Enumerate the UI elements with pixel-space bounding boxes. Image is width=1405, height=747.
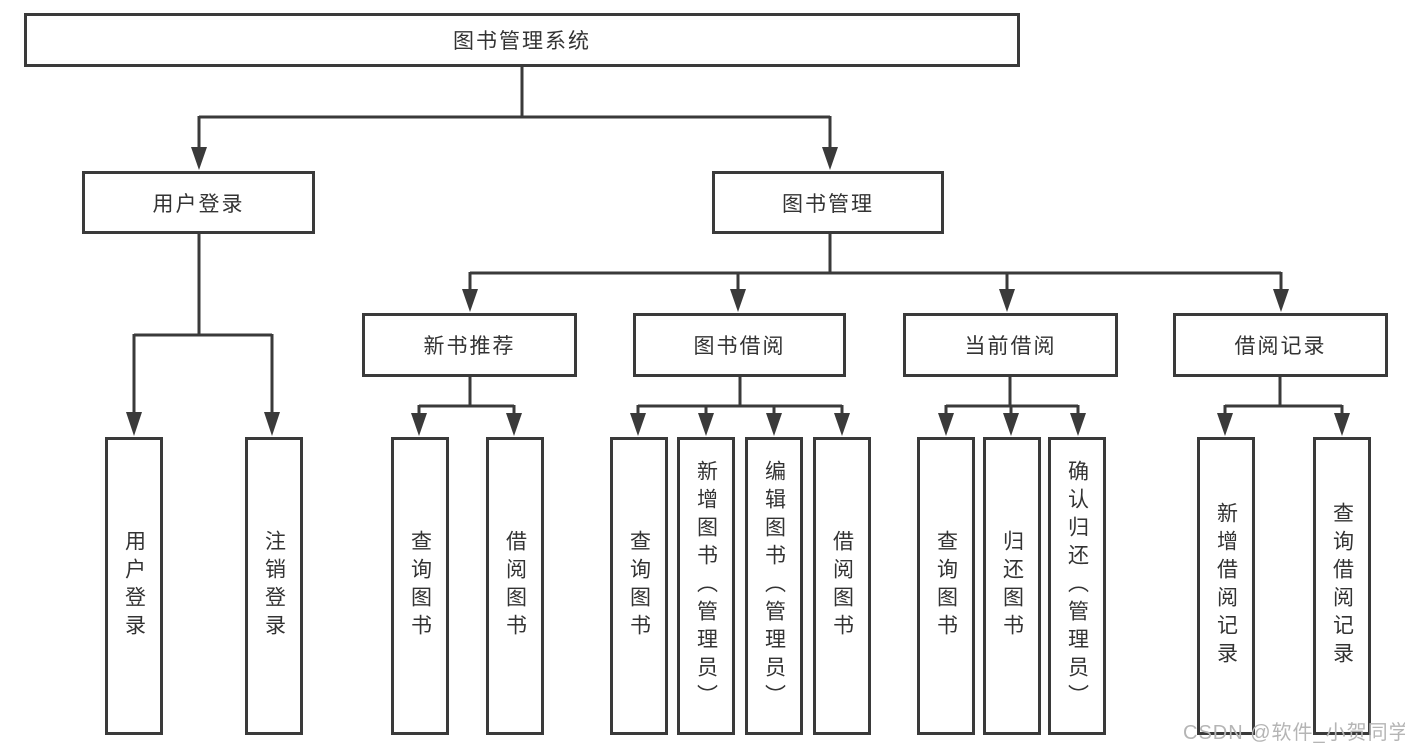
leaf-add-books-admin-label: 新增图书（管理员）: [694, 460, 718, 712]
node-current-borrow: 当前借阅: [903, 313, 1118, 377]
arrowheads: [126, 147, 1350, 436]
leaf-user-login: 用户登录: [105, 437, 163, 735]
leaf-borrow-query-books-label: 查询图书: [627, 530, 651, 642]
leaf-user-login-label: 用户登录: [122, 530, 146, 642]
leaf-borrow-books: 借阅图书: [813, 437, 871, 735]
leaf-return-books: 归还图书: [983, 437, 1041, 735]
leaf-newbook-borrow-books: 借阅图书: [486, 437, 544, 735]
leaf-logout: 注销登录: [245, 437, 303, 735]
leaf-newbook-borrow-books-label: 借阅图书: [503, 530, 527, 642]
node-library-management-system: 图书管理系统: [24, 13, 1020, 67]
csdn-watermark: CSDN @软件_小贺同学: [1183, 722, 1405, 744]
leaf-query-borrow-record: 查询借阅记录: [1313, 437, 1371, 735]
leaf-current-query-books: 查询图书: [917, 437, 975, 735]
leaf-add-books-admin: 新增图书（管理员）: [677, 437, 735, 735]
leaf-add-borrow-record: 新增借阅记录: [1197, 437, 1255, 735]
leaf-return-books-label: 归还图书: [1000, 530, 1024, 642]
node-book-management: 图书管理: [712, 171, 944, 234]
leaf-current-query-books-label: 查询图书: [934, 530, 958, 642]
leaf-add-borrow-record-label: 新增借阅记录: [1214, 502, 1238, 670]
leaf-confirm-return-admin-label: 确认归还（管理员）: [1065, 460, 1089, 712]
leaf-logout-label: 注销登录: [262, 530, 286, 642]
leaf-edit-books-admin-label: 编辑图书（管理员）: [762, 460, 786, 712]
leaf-newbook-query-books-label: 查询图书: [408, 530, 432, 642]
leaf-query-borrow-record-label: 查询借阅记录: [1330, 502, 1354, 670]
node-book-borrow: 图书借阅: [633, 313, 846, 377]
leaf-edit-books-admin: 编辑图书（管理员）: [745, 437, 803, 735]
leaf-confirm-return-admin: 确认归还（管理员）: [1048, 437, 1106, 735]
node-borrow-records: 借阅记录: [1173, 313, 1388, 377]
node-user-login: 用户登录: [82, 171, 315, 234]
node-new-book-recommend: 新书推荐: [362, 313, 577, 377]
leaf-newbook-query-books: 查询图书: [391, 437, 449, 735]
leaf-borrow-books-label: 借阅图书: [830, 530, 854, 642]
leaf-borrow-query-books: 查询图书: [610, 437, 668, 735]
